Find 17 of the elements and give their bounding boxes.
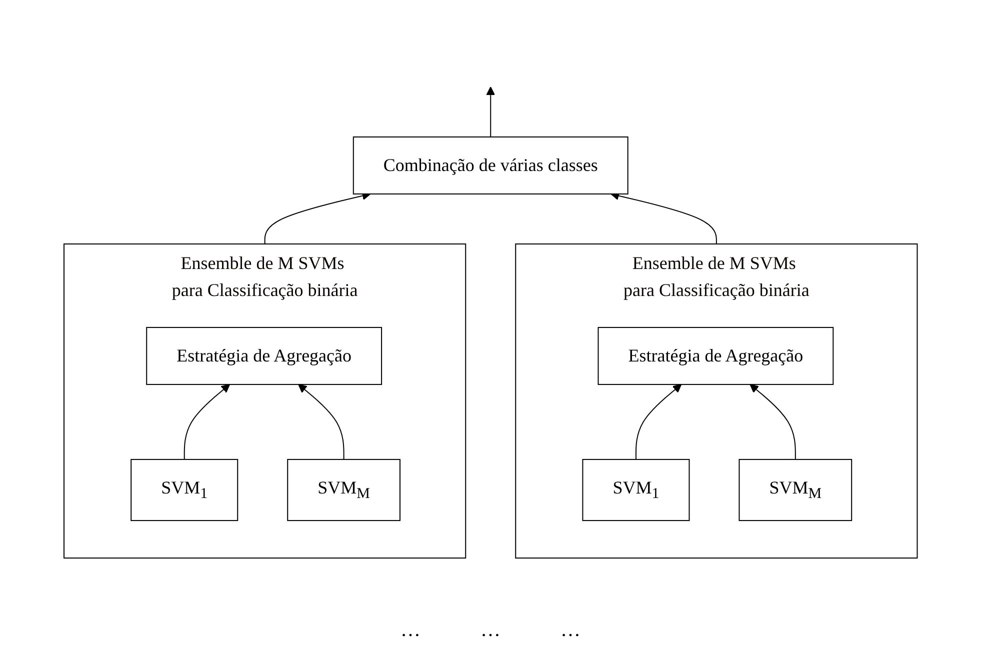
node-box: SVM$_{M}$ (738, 458, 852, 522)
ellipsis-text: … (560, 619, 580, 642)
arrow (750, 384, 796, 460)
arrow (264, 192, 371, 244)
arrow (298, 384, 344, 460)
node-box: Estratégia de Agregação (146, 326, 382, 385)
node-box: SVM$_{1}$ (582, 458, 690, 522)
ellipsis-text: … (400, 619, 420, 642)
node-box: SVM$_{M}$ (287, 458, 400, 522)
node-box: SVM$_{1}$ (130, 458, 238, 522)
arrow (635, 384, 682, 460)
arrow (610, 192, 717, 244)
arrow (486, 86, 495, 138)
ellipsis-text: … (480, 619, 500, 642)
arrow (184, 384, 230, 460)
node-box: Estratégia de Agregação (598, 326, 834, 385)
node-box: Combinação de várias classes (352, 136, 628, 194)
